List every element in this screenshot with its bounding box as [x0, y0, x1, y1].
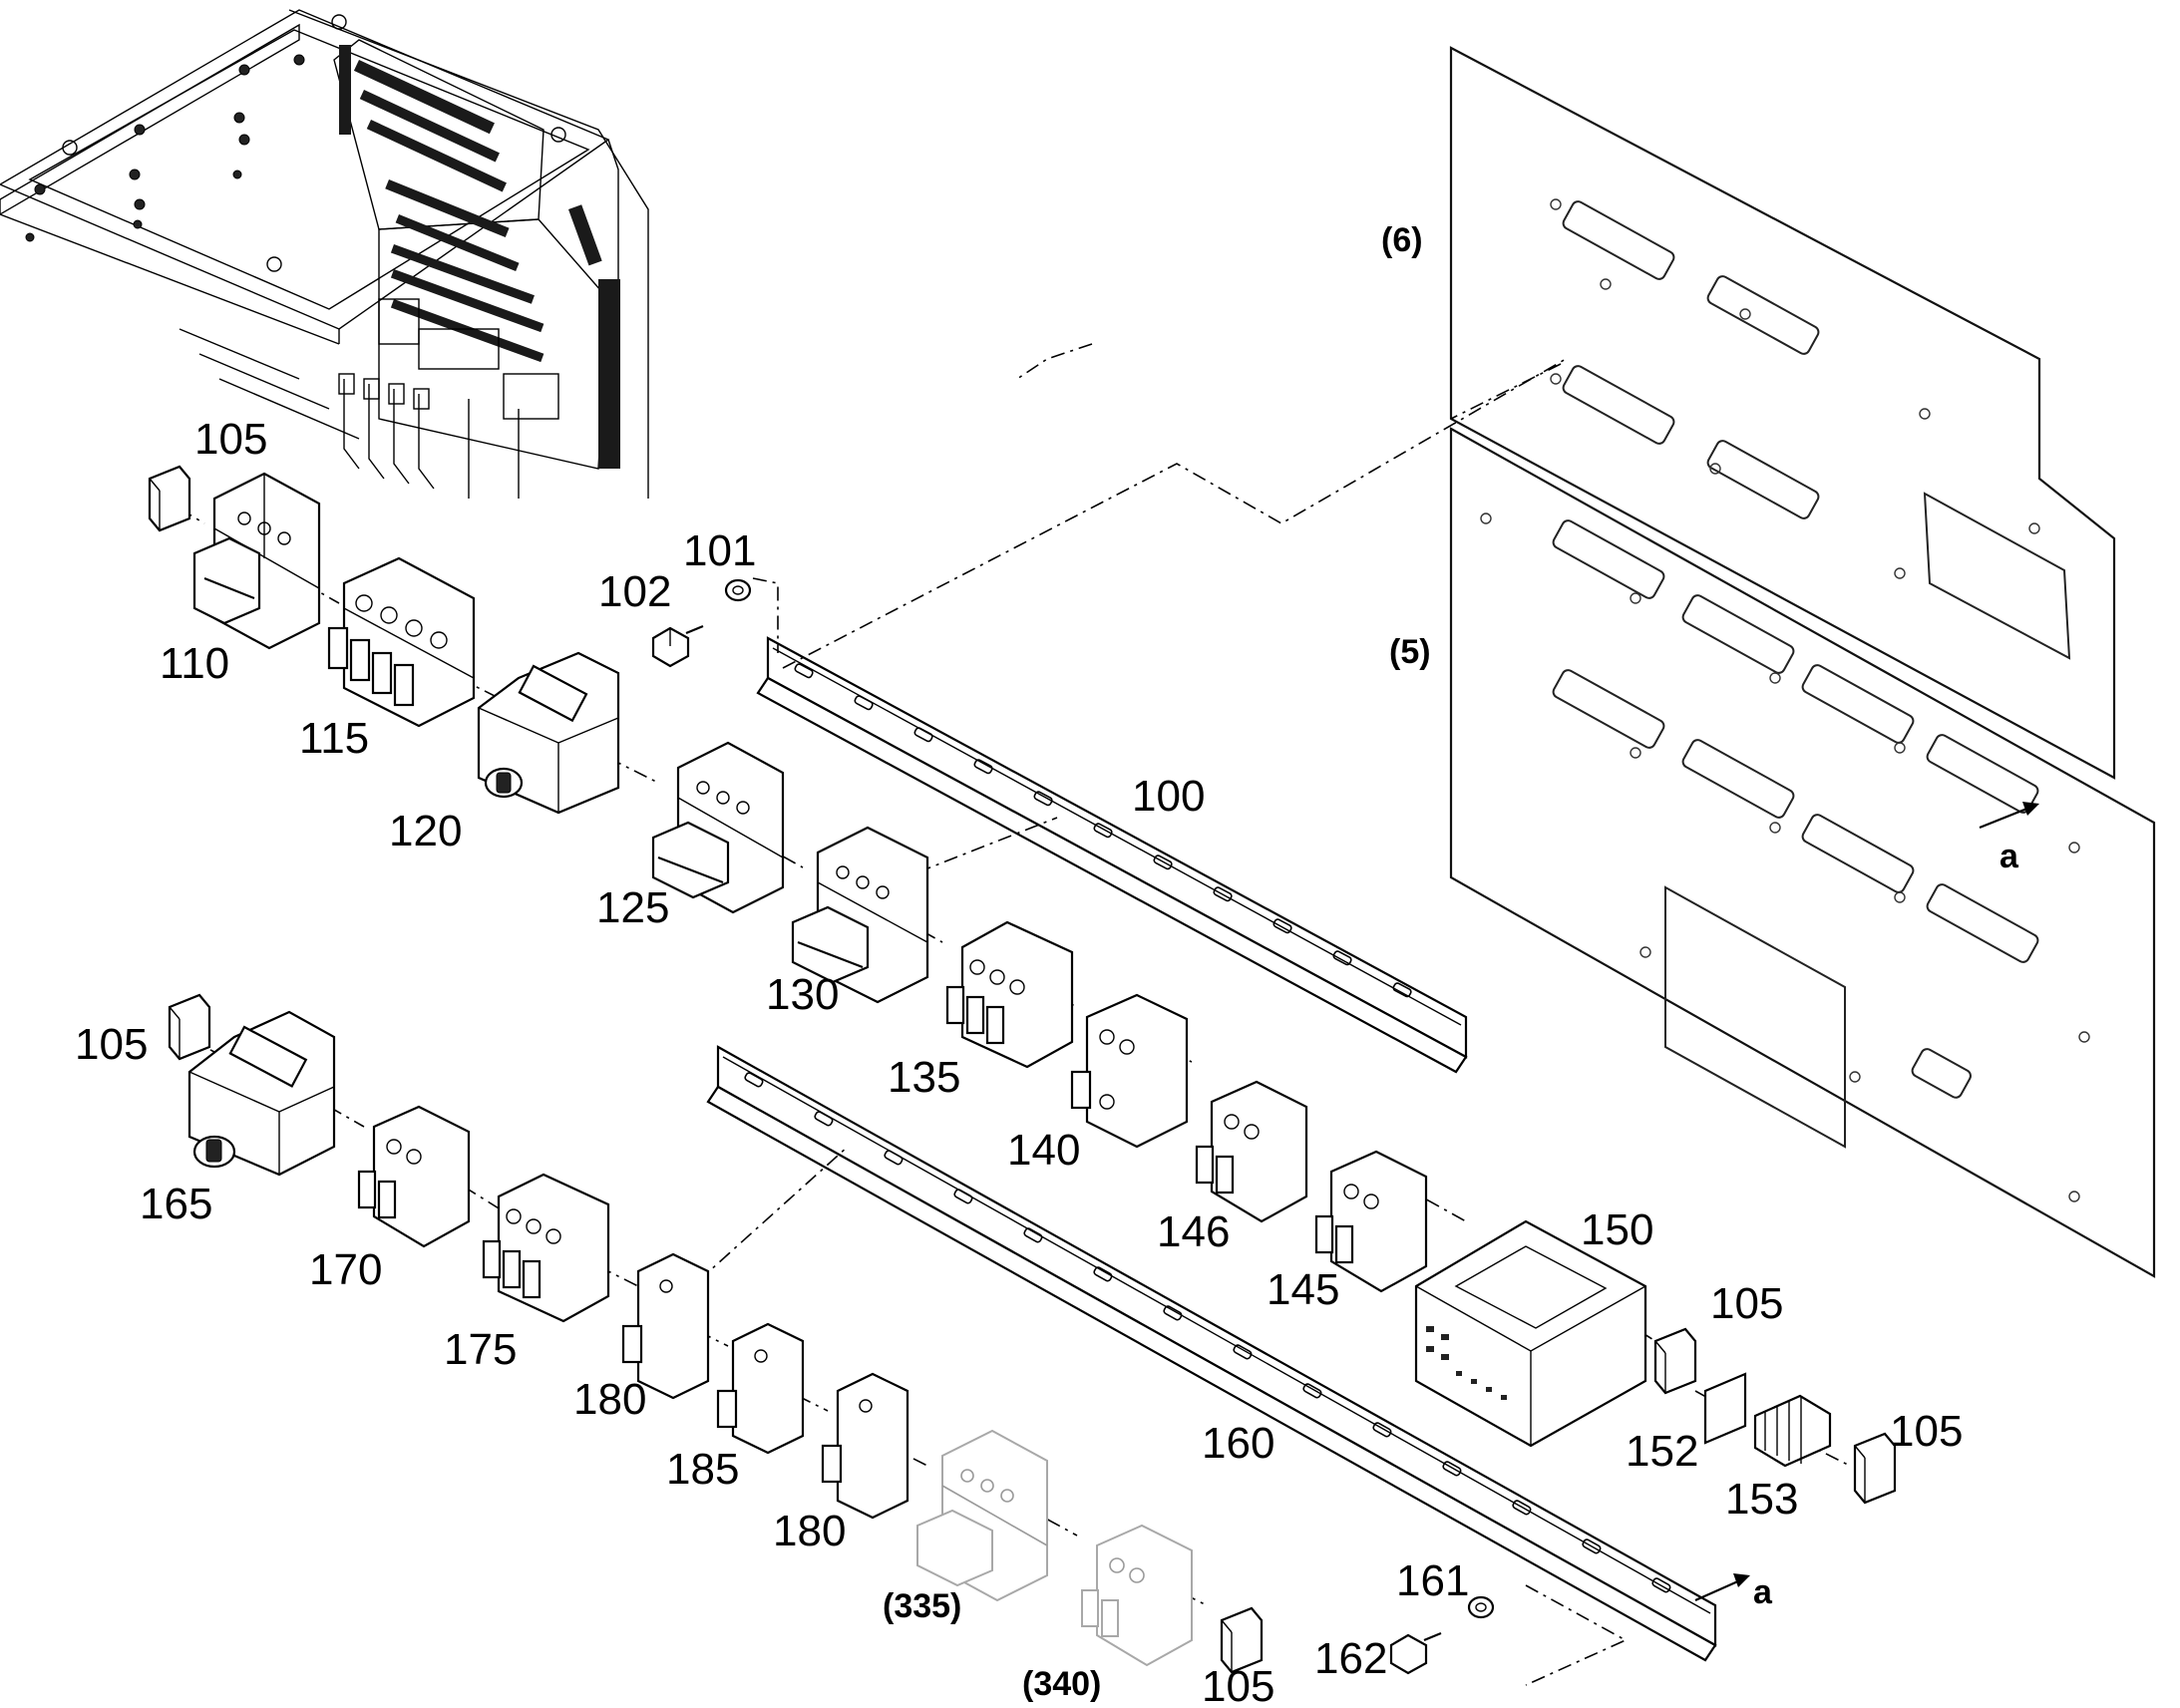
breaker-170	[357, 1105, 471, 1248]
din-rail-160	[706, 1045, 1750, 1662]
callout-125: 125	[596, 883, 669, 932]
callout-110: 110	[160, 639, 229, 688]
rail-160-slots	[744, 1072, 1671, 1593]
breaker-130	[791, 826, 929, 1004]
mounting-plate-5	[1449, 427, 2156, 1278]
din-rail-100	[756, 636, 1468, 1074]
optional-breaker-335	[916, 1429, 1048, 1602]
callout-335: (335)	[883, 1587, 961, 1625]
callout-340: (340)	[1022, 1665, 1101, 1703]
breaker-180-a	[621, 1252, 710, 1400]
rail-direction-arrow	[1694, 1573, 1750, 1602]
control-module-150	[1414, 1219, 1647, 1448]
callout-165: 165	[140, 1180, 212, 1228]
callout-152: 152	[1626, 1427, 1698, 1476]
callout-150: 150	[1581, 1205, 1653, 1254]
callout-105: 105	[194, 415, 267, 464]
breaker-146	[1195, 1080, 1308, 1223]
motor-switch-120	[477, 651, 620, 815]
reference-letter-a: a	[1999, 838, 2019, 875]
breaker-110	[192, 472, 321, 650]
callout-162: 162	[1314, 1634, 1387, 1683]
end-plate-152	[1703, 1372, 1747, 1445]
callout-105: 105	[1202, 1662, 1274, 1708]
plate-direction-arrow	[1979, 802, 2039, 830]
motor-switch-165	[187, 1010, 336, 1177]
enclosure-housing	[0, 9, 649, 499]
callout-175: 175	[444, 1325, 517, 1374]
breaker-175	[482, 1173, 610, 1323]
callout-153: 153	[1725, 1475, 1798, 1524]
callout-135: 135	[888, 1053, 960, 1102]
callout-161: 161	[1396, 1556, 1469, 1605]
callout-120: 120	[389, 807, 462, 855]
callout-160: 160	[1202, 1419, 1274, 1468]
callout-plate-6: (6)	[1381, 221, 1423, 259]
callout-101: 101	[683, 526, 756, 575]
callout-140: 140	[1007, 1126, 1080, 1175]
optional-breaker-340	[1081, 1524, 1193, 1667]
breaker-145	[1314, 1150, 1428, 1293]
callout-180: 180	[773, 1507, 846, 1555]
callout-115: 115	[299, 714, 369, 763]
callout-170: 170	[309, 1245, 382, 1294]
callout-145: 145	[1267, 1265, 1339, 1314]
breaker-180-b	[821, 1372, 909, 1520]
screw-102	[651, 624, 704, 668]
reference-letter-a: a	[1753, 1573, 1773, 1611]
callout-185: 185	[666, 1445, 739, 1494]
callout-105: 105	[1890, 1407, 1963, 1456]
terminal-strips	[338, 373, 435, 490]
washer-101	[724, 578, 752, 602]
callout-130: 130	[766, 970, 839, 1019]
breaker-135	[945, 920, 1074, 1069]
end-clamp-105-module	[1653, 1327, 1697, 1395]
rail-100-slots	[794, 663, 1412, 998]
breaker-185	[716, 1322, 805, 1455]
plate-5-slots	[1552, 519, 2039, 1149]
rcd-140	[1070, 993, 1189, 1149]
end-clamp-105-bottom	[1220, 1606, 1264, 1674]
end-clamp-105-lower	[168, 993, 211, 1061]
callout-180: 180	[573, 1375, 646, 1424]
lid-screws	[25, 54, 305, 242]
terminal-blocks-153	[1753, 1394, 1832, 1468]
callout-105: 105	[75, 1020, 148, 1069]
end-clamp-105-upper	[148, 465, 191, 532]
enclosure-internal-wiring	[333, 39, 620, 499]
breaker-115	[327, 556, 476, 728]
callout-102: 102	[598, 567, 671, 616]
washer-161	[1467, 1595, 1495, 1619]
breaker-125	[651, 741, 785, 914]
callout-labels: 105 110 115 120 125 130 135 140 146 145 …	[75, 221, 2019, 1708]
plate-6-slots	[1562, 200, 2071, 660]
callout-100: 100	[1132, 772, 1205, 821]
callout-plate-5: (5)	[1389, 633, 1431, 671]
end-clamp-105-right	[1853, 1432, 1897, 1505]
callout-146: 146	[1157, 1207, 1230, 1256]
screw-162	[1389, 1631, 1442, 1675]
callout-105: 105	[1710, 1279, 1783, 1328]
